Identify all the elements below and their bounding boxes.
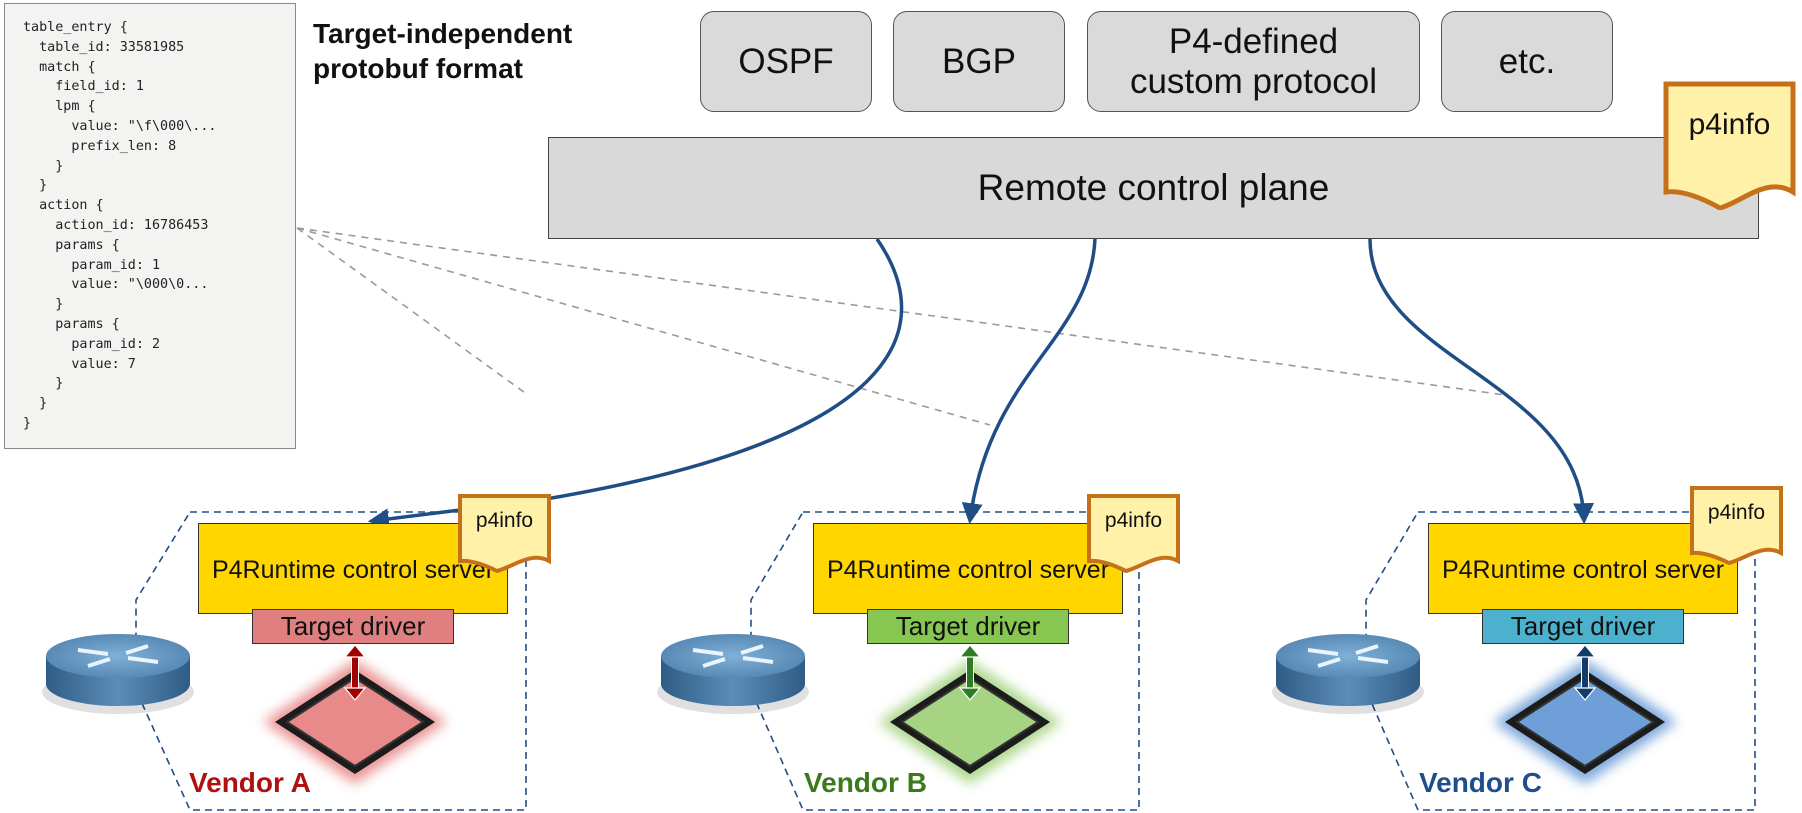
p4info-label: p4info (1688, 108, 1771, 141)
target-driver-b: Target driver (867, 609, 1069, 644)
p4runtime-server-c: P4Runtime control server (1428, 523, 1738, 614)
router-icon-a (42, 634, 194, 714)
protocol-bgp: BGP (893, 11, 1065, 112)
router-icons (42, 634, 1424, 714)
protobuf-code: table_entry { table_id: 33581985 match {… (23, 20, 217, 431)
double-arrow-b (958, 644, 982, 701)
callout-line-b (296, 227, 991, 426)
protocol-etc: etc. (1441, 11, 1613, 112)
callout-line-a (296, 227, 529, 396)
document-icon (1087, 494, 1180, 573)
p4runtime-server-a: P4Runtime control server (198, 523, 508, 614)
protocol-p4-custom: P4-defined custom protocol (1087, 11, 1420, 112)
p4runtime-server-b: P4Runtime control server (813, 523, 1123, 614)
p4info-doc-vendor-c: p4info (1689, 485, 1784, 565)
p4info-label: p4info (475, 509, 534, 532)
vendor-b-label: Vendor B (804, 767, 927, 798)
document-icon (458, 494, 551, 573)
router-icon-c (1272, 634, 1424, 714)
vendor-a-label: Vendor A (189, 767, 311, 798)
remote-control-plane: Remote control plane (548, 137, 1759, 239)
p4info-doc-control-plane: p4info (1662, 80, 1797, 210)
chip-icon-a (263, 660, 447, 784)
link-to-vendor-c (1368, 238, 1594, 525)
p4info-label: p4info (1104, 509, 1163, 532)
protocol-ospf: OSPF (700, 11, 872, 112)
vendor-c-label: Vendor C (1419, 767, 1542, 798)
document-icon (1690, 486, 1783, 565)
target-driver-a: Target driver (252, 609, 454, 644)
format-title: Target-independent protobuf format (313, 18, 573, 84)
double-arrow-a (343, 644, 367, 701)
router-icon-b (657, 634, 809, 714)
target-driver-c: Target driver (1482, 609, 1684, 644)
p4info-doc-vendor-a: p4info (457, 493, 552, 573)
callout-line-c (296, 227, 1506, 396)
protobuf-code-box: table_entry { table_id: 33581985 match {… (4, 3, 296, 449)
double-arrow-c (1573, 644, 1597, 701)
link-to-vendor-b (961, 238, 1097, 525)
p4info-doc-vendor-b: p4info (1086, 493, 1181, 573)
chip-icon-c (1493, 660, 1677, 784)
callout-lines (296, 227, 1506, 426)
chip-icon-b (878, 660, 1062, 784)
document-icon (1663, 81, 1796, 210)
p4info-label: p4info (1707, 501, 1766, 524)
link-to-vendor-a (367, 238, 904, 530)
